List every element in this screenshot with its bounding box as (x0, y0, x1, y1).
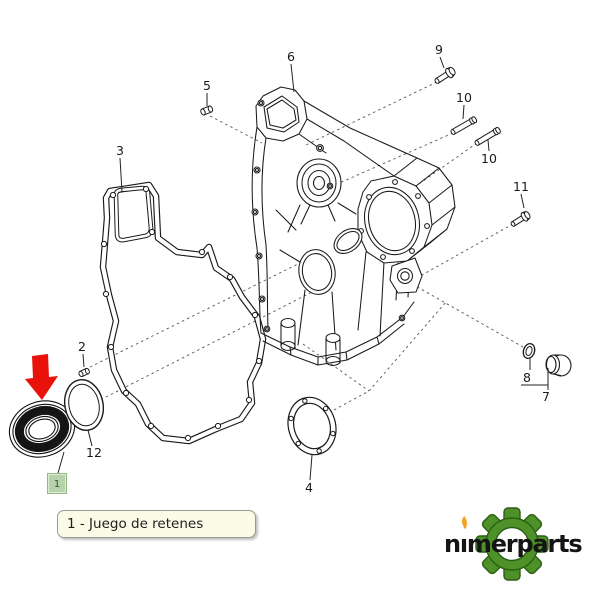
oring-12-drawing (63, 379, 105, 431)
pin-5-drawing (200, 105, 214, 116)
seal-1-drawing (8, 400, 76, 458)
gasket-3-drawing (99, 181, 267, 445)
selected-part-box[interactable]: 1 (47, 473, 67, 494)
part-callout-9: 9 (435, 41, 443, 57)
oring-8-drawing (522, 343, 536, 359)
part-callout-7: 7 (542, 388, 550, 404)
pin-2-drawing (78, 367, 90, 378)
leader-lines (57, 56, 549, 481)
plug-7-drawing (545, 354, 572, 377)
part-callout-4: 4 (305, 479, 313, 495)
brand-text-start: n (444, 530, 461, 558)
part-callout-10: 10 (456, 89, 472, 105)
timing-cover-drawing (251, 86, 456, 367)
part-callout-5: 5 (203, 77, 211, 93)
brand-logo: nımerparts (440, 500, 598, 592)
bolt-10a-drawing (450, 116, 478, 135)
part-callout-11: 11 (513, 178, 529, 194)
projection-lines (54, 81, 524, 424)
part-callout-12: 12 (86, 444, 102, 460)
brand-name: nımerparts (444, 530, 596, 558)
caption-text: 1 - Juego de retenes (67, 516, 204, 532)
gasket-4-drawing (287, 396, 337, 456)
bolt-10b-drawing (474, 126, 501, 146)
part-callout-2: 2 (78, 338, 86, 354)
part-callout-8: 8 (523, 369, 531, 385)
part-callout-3: 3 (116, 142, 124, 158)
highlight-arrow (25, 354, 58, 400)
flame-icon (461, 516, 467, 529)
brand-text-dotless-i: ı (459, 530, 468, 558)
bolt-11-drawing (510, 211, 531, 227)
part-callout-10: 10 (481, 150, 497, 166)
bolt-9-drawing (434, 66, 456, 84)
part-name-caption: 1 - Juego de retenes (57, 510, 256, 538)
part-callout-6: 6 (287, 48, 295, 64)
brand-text-rest: merparts (466, 530, 583, 558)
gear-icon (475, 507, 549, 581)
